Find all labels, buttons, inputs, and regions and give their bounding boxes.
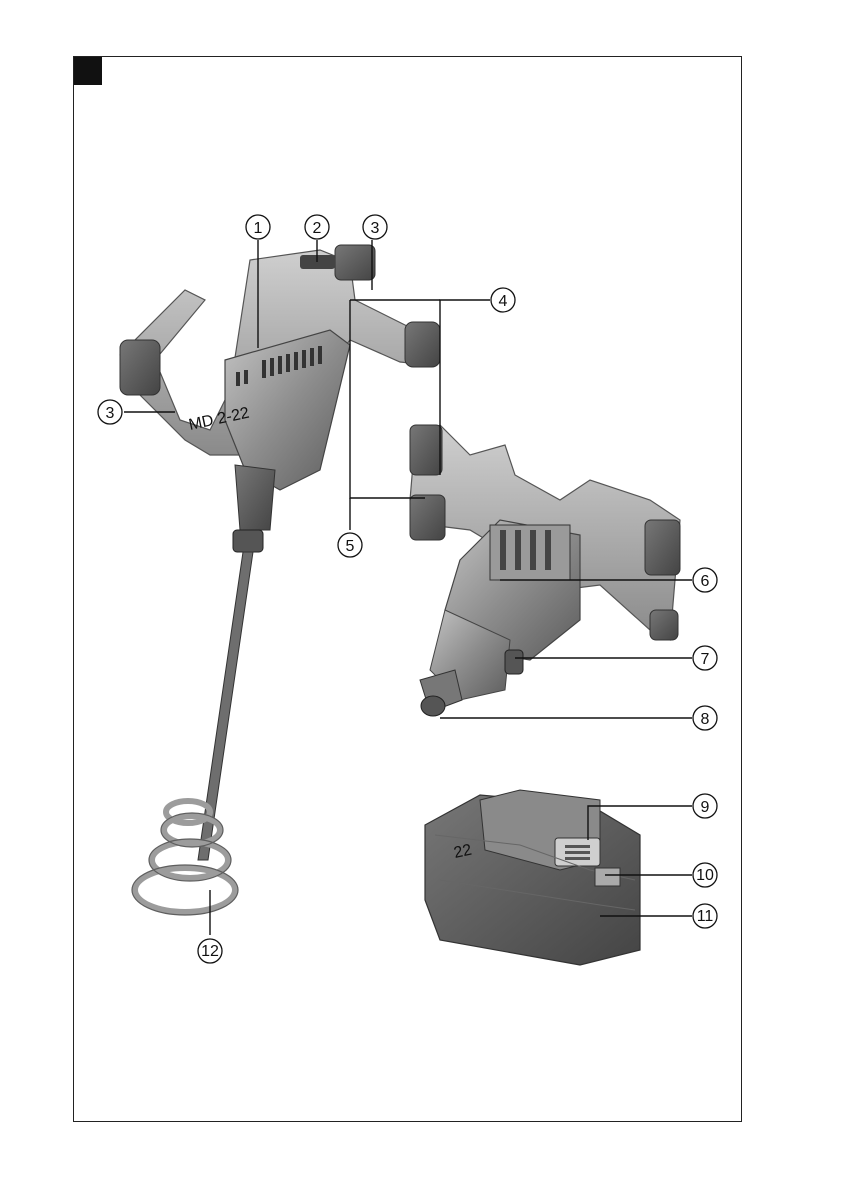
callout-10: 10 xyxy=(693,863,717,887)
battery-voltage-label: 22 xyxy=(452,842,473,862)
callout-3-top: 3 xyxy=(363,215,387,239)
callout-3-left: 3 xyxy=(98,400,122,424)
callout-6: 6 xyxy=(693,568,717,592)
callout-11: 11 xyxy=(693,904,717,928)
svg-text:3: 3 xyxy=(371,220,380,237)
svg-text:2: 2 xyxy=(313,220,322,237)
svg-text:11: 11 xyxy=(697,908,714,925)
callout-4: 4 xyxy=(491,288,515,312)
svg-text:8: 8 xyxy=(701,711,710,728)
mixer-with-paddle: MD 2-22 xyxy=(120,245,440,915)
svg-text:12: 12 xyxy=(201,943,219,960)
svg-text:4: 4 xyxy=(499,293,508,310)
svg-text:9: 9 xyxy=(701,799,710,816)
mixer-shaft xyxy=(198,552,253,860)
callout-2: 2 xyxy=(305,215,329,239)
svg-text:7: 7 xyxy=(701,651,710,668)
svg-text:6: 6 xyxy=(701,573,710,590)
svg-text:1: 1 xyxy=(254,220,263,237)
callout-7: 7 xyxy=(693,646,717,670)
callout-5: 5 xyxy=(338,533,362,557)
callout-1: 1 xyxy=(246,215,270,239)
svg-text:10: 10 xyxy=(696,867,714,884)
svg-text:3: 3 xyxy=(106,405,115,422)
callout-9: 9 xyxy=(693,794,717,818)
callout-8: 8 xyxy=(693,706,717,730)
mixer-without-paddle xyxy=(410,425,680,716)
svg-text:5: 5 xyxy=(346,538,355,555)
callout-12: 12 xyxy=(198,939,222,963)
battery-pack: 22 xyxy=(425,790,640,965)
